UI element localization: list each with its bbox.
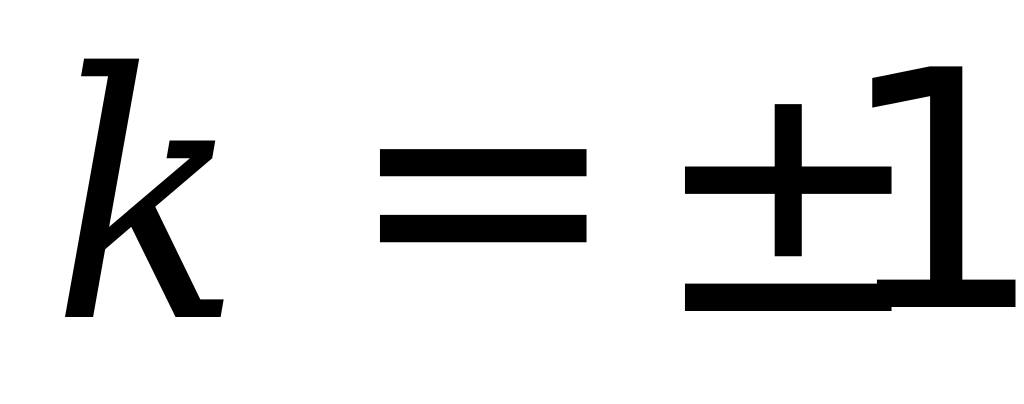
- number-one: 1: [836, 1, 1024, 385]
- equals-sign: =: [345, 0, 622, 377]
- variable-k: k: [52, 2, 242, 398]
- plus-minus-sign: ±: [650, 5, 927, 389]
